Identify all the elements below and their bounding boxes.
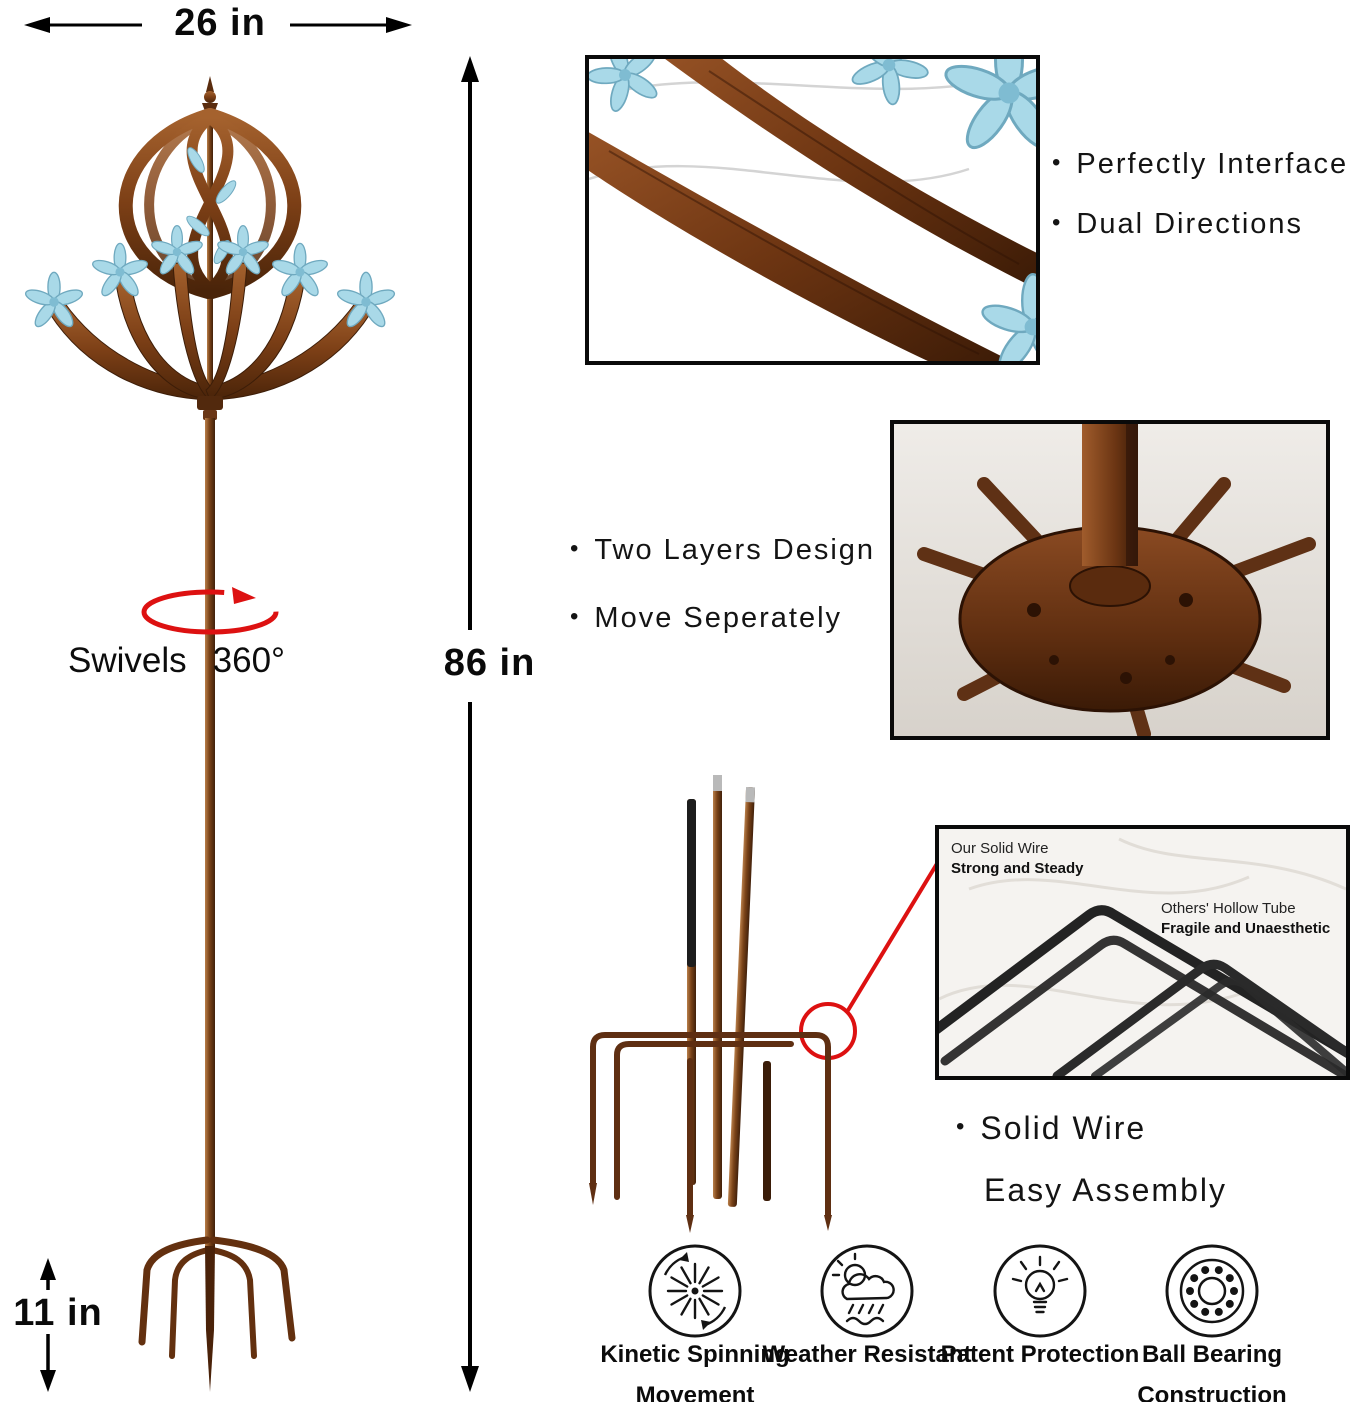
- pole-segments: [687, 775, 771, 1207]
- hollow-tube-caption-line1: Others' Hollow Tube: [1161, 900, 1296, 917]
- badge-label-line1: Ball Bearing: [1141, 1341, 1283, 1368]
- bullet-dot: •: [570, 602, 581, 630]
- spinner-hub: [197, 396, 223, 420]
- badge-label-line2: Construction: [1137, 1382, 1287, 1402]
- feature-text: Easy Assembly: [984, 1172, 1227, 1208]
- spinner-pole: [205, 418, 215, 1246]
- solid-wire-caption: Our Solid Wire Strong and Steady: [951, 839, 1084, 879]
- solid-wire-caption-line1: Our Solid Wire: [951, 840, 1049, 857]
- badge-label-bearing: Ball Bearing Construction: [1092, 1334, 1332, 1402]
- hub-closeup-photo: [890, 420, 1330, 740]
- hub-closeup-graphic: [894, 424, 1326, 736]
- blade-one: [665, 59, 1036, 289]
- badge-label-weather: Weather Resistant: [747, 1334, 987, 1375]
- feature-solid-wire: • Solid Wire: [956, 1110, 1146, 1147]
- wind-spinner-illustration: [23, 76, 397, 1392]
- badge-label-line1: Weather Resistant: [762, 1341, 972, 1368]
- wire-comparison-graphic: [939, 829, 1346, 1076]
- patent-protection-icon: [993, 1244, 1087, 1338]
- bullet-dot: •: [570, 534, 581, 562]
- bullet-dot: •: [956, 1112, 967, 1140]
- bullet-dot: •: [1052, 208, 1063, 236]
- weather-resistant-icon: [820, 1244, 914, 1338]
- blue-helix-leaves: [186, 147, 237, 265]
- blade-closeup-photo: [585, 55, 1040, 365]
- hollow-tube-caption-line2: Fragile and Unaesthetic: [1161, 920, 1331, 937]
- swivel-word: Swivels: [68, 641, 187, 680]
- feature-text: Move Seperately: [594, 602, 843, 634]
- feature-text: Solid Wire: [980, 1110, 1147, 1146]
- width-dimension-label: 26 in: [174, 2, 266, 44]
- badge-label-line2: Movement: [635, 1382, 755, 1402]
- feature-text: Two Layers Design: [594, 534, 876, 566]
- blade-closeup-graphic: [589, 59, 1036, 361]
- ground-stake: [138, 1236, 296, 1359]
- swivel-degrees: 360°: [212, 641, 286, 680]
- feature-perfectly-interface: • Perfectly Interface: [1052, 148, 1348, 181]
- ball-bearing-icon: [1165, 1244, 1259, 1338]
- stake-dimension-label: 11 in: [13, 1292, 103, 1334]
- bullet-dot: •: [1052, 148, 1063, 176]
- height-dimension-label: 86 in: [443, 642, 536, 684]
- feature-dual-directions: • Dual Directions: [1052, 208, 1303, 241]
- feature-text: Dual Directions: [1076, 208, 1304, 240]
- badge-label-kinetic: Kinetic Spinning Movement: [575, 1334, 815, 1402]
- kinetic-spinning-icon: [648, 1244, 742, 1338]
- pole-assembly-photo: [589, 775, 832, 1233]
- hub-screws: [1027, 593, 1193, 684]
- swivel-label: Swivels 360°: [68, 641, 328, 681]
- hollow-tube-caption: Others' Hollow Tube Fragile and Unaesthe…: [1161, 899, 1330, 939]
- feature-text: Perfectly Interface: [1076, 148, 1349, 180]
- badge-label-line1: Kinetic Spinning: [600, 1341, 790, 1368]
- swivel-rotation-arrow: [141, 587, 279, 635]
- spinner-axis: [207, 110, 213, 420]
- feature-easy-assembly: Easy Assembly: [956, 1172, 1227, 1209]
- solid-wire-caption-line2: Strong and Steady: [951, 860, 1084, 877]
- stake-frame: [590, 1032, 831, 1220]
- wire-comparison-photo: Our Solid Wire Strong and Steady Others'…: [935, 825, 1350, 1080]
- stake-spike: [205, 1246, 215, 1392]
- feature-move-separately: • Move Seperately: [570, 602, 842, 635]
- feature-two-layers: • Two Layers Design: [570, 534, 875, 567]
- solid-wire-frame: [939, 905, 1346, 1076]
- badge-label-patent: Patent Protection: [920, 1334, 1160, 1375]
- badge-label-line1: Patent Protection: [940, 1341, 1140, 1368]
- hub-boss: [1069, 565, 1151, 607]
- hollow-tube-frame: [1052, 959, 1346, 1076]
- upper-sphere-ribbons: [118, 108, 302, 299]
